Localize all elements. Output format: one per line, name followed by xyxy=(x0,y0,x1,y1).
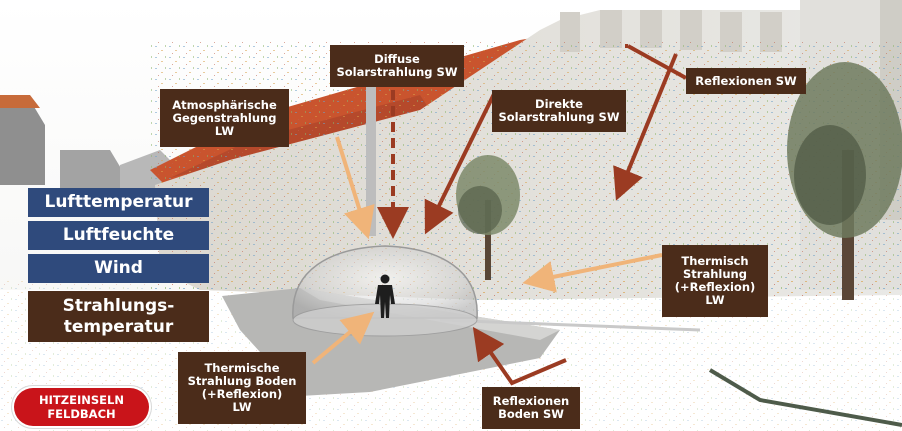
label-atmospheric-counter-radiation: Atmosphärische Gegenstrahlung LW xyxy=(160,89,289,147)
background-house xyxy=(60,150,125,190)
tree-right xyxy=(787,62,902,300)
label-reflections-ground: Reflexionen Boden SW xyxy=(482,387,580,429)
person-silhouette xyxy=(375,274,395,318)
label-thermal-radiation-ground: Thermische Strahlung Boden (+Reflexion) … xyxy=(178,352,306,424)
label-diffuse-solar-radiation: Diffuse Solarstrahlung SW xyxy=(330,45,464,87)
label-thermal-radiation-wall: Thermisch Strahlung (+Reflexion) LW xyxy=(662,245,768,317)
arrow-thermal-ground xyxy=(311,311,375,365)
background-house xyxy=(0,100,45,185)
label-reflections: Reflexionen SW xyxy=(686,68,806,94)
curb xyxy=(439,318,701,332)
background-house xyxy=(0,95,40,108)
dome xyxy=(292,245,478,337)
curb xyxy=(708,368,902,427)
arrow-reflection-wall-down xyxy=(613,53,678,201)
category-wind: Wind xyxy=(28,254,209,283)
tree-left xyxy=(456,155,520,280)
logo-badge: HITZEINSELN FELDBACH xyxy=(14,388,149,426)
arrow-atmospheric xyxy=(335,136,375,240)
pole xyxy=(366,86,376,236)
arrow-reflection-wall xyxy=(627,44,687,80)
arrow-reflection-ground xyxy=(472,326,567,386)
arrow-direct xyxy=(424,93,496,235)
category-radiation-temperature: Strahlungs- temperatur xyxy=(28,291,209,342)
arrow-thermal-wall xyxy=(522,253,663,293)
category-air-temperature: Lufttemperatur xyxy=(28,188,209,217)
category-air-humidity: Luftfeuchte xyxy=(28,221,209,250)
label-direct-solar-radiation: Direkte Solarstrahlung SW xyxy=(492,90,626,132)
